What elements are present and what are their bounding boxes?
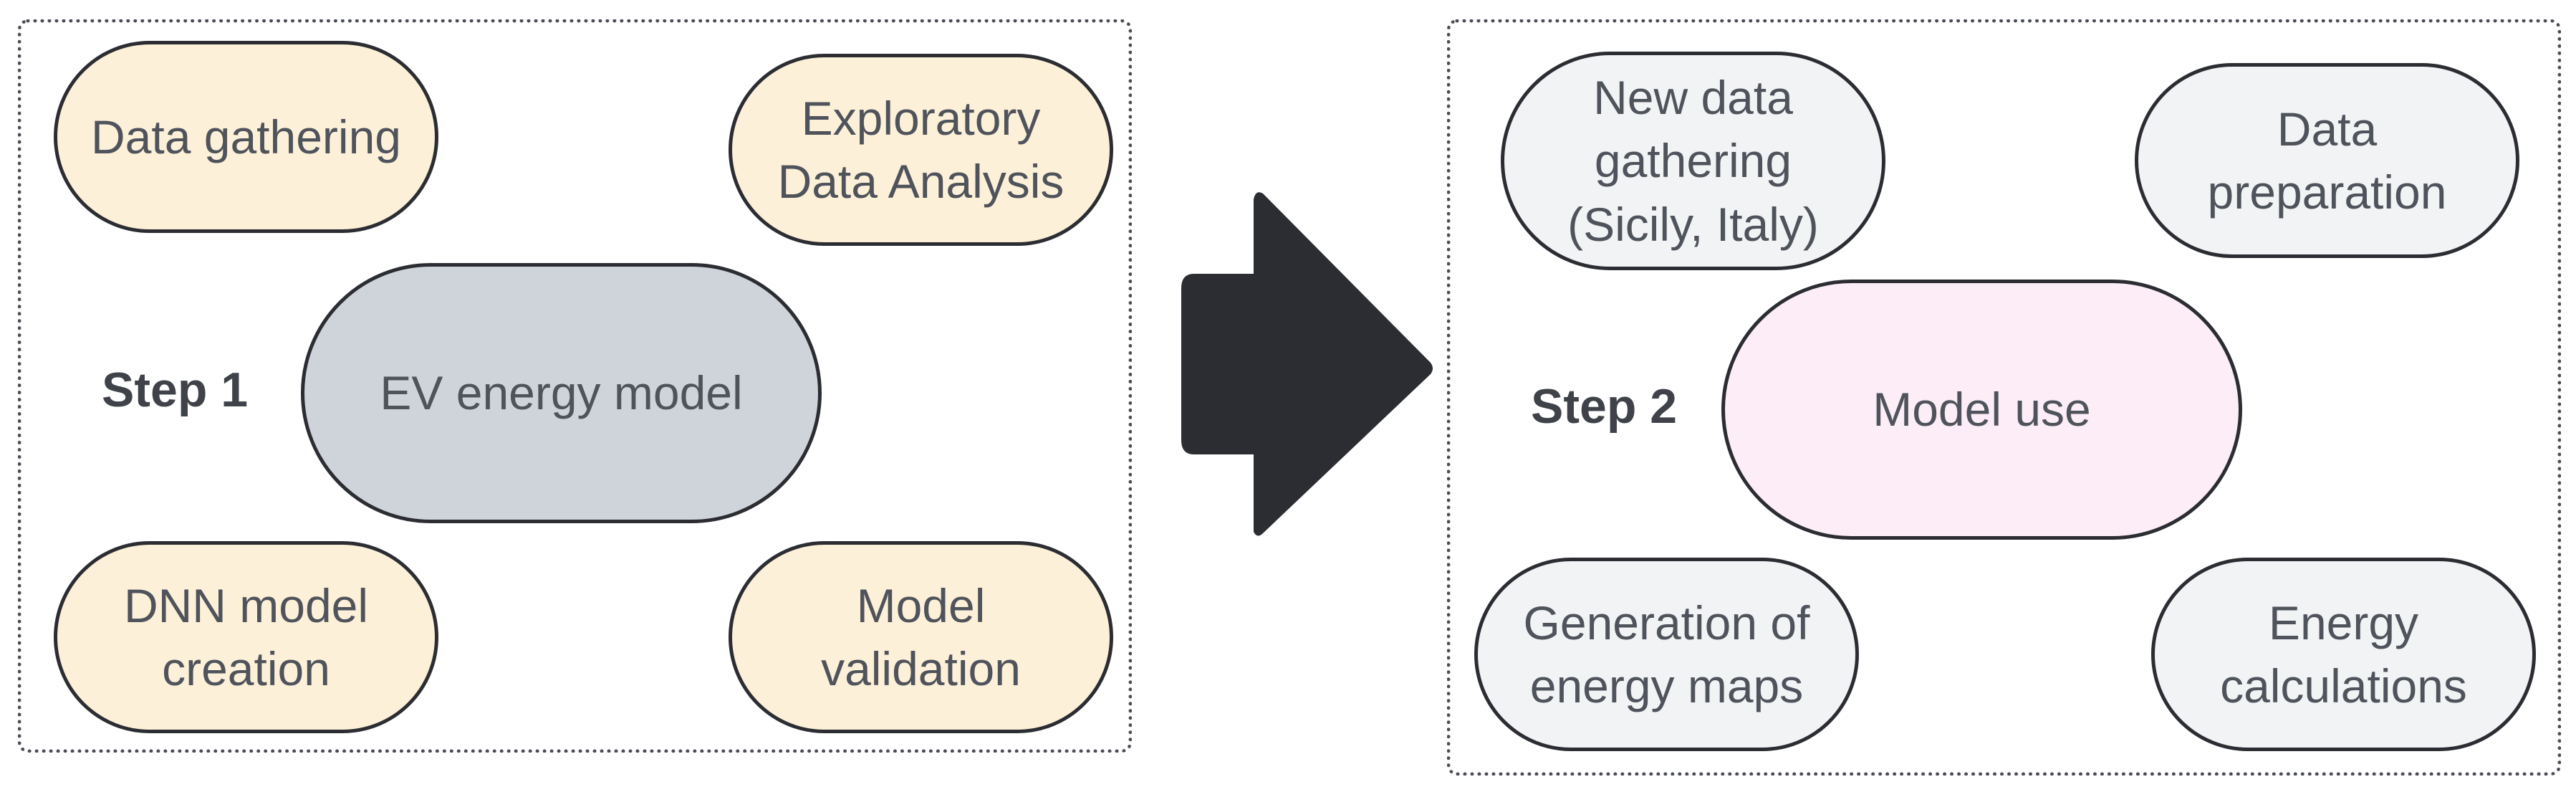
right-arrow-icon (1181, 192, 1433, 536)
step2-energy-maps-node: Generation of energy maps (1474, 558, 1859, 751)
step1-dnn-model-creation-node: DNN model creation (54, 541, 438, 733)
step1-model-validation-node: Model validation (729, 541, 1113, 733)
step2-label: Step 2 (1531, 379, 1678, 434)
step1-label: Step 1 (102, 363, 249, 417)
step2-new-data-gathering-node: New data gathering (Sicily, Italy) (1501, 52, 1885, 270)
step2-model-use-node: Model use (1721, 280, 2242, 540)
step1-ev-energy-model-node: EV energy model (301, 263, 822, 523)
step2-energy-calculations-node: Energy calculations (2151, 558, 2536, 751)
step1-eda-node: Exploratory Data Analysis (729, 54, 1113, 246)
step2-data-preparation-node: Data preparation (2135, 63, 2519, 258)
step2-panel (1447, 19, 2561, 776)
step1-panel (18, 19, 1132, 753)
step1-data-gathering-node: Data gathering (54, 41, 438, 233)
